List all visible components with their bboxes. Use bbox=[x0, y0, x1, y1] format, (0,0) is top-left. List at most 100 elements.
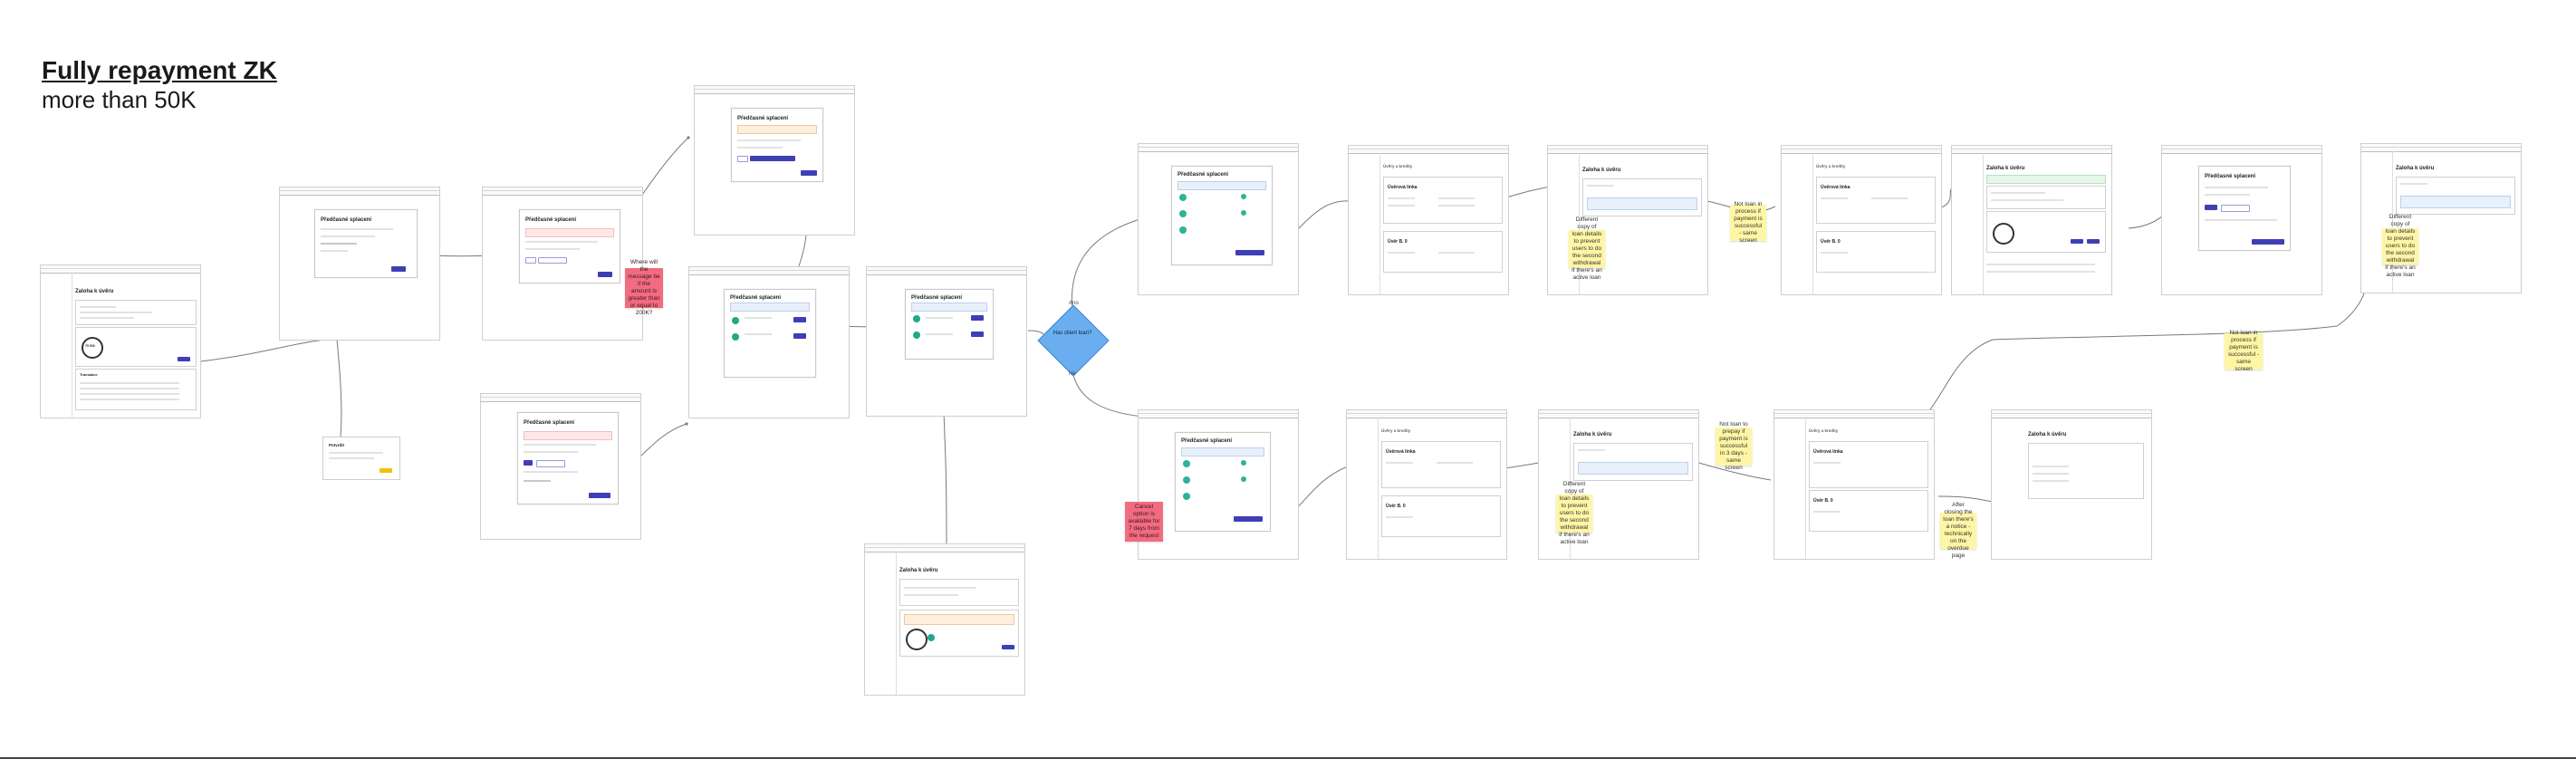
confirm-button[interactable] bbox=[589, 493, 610, 498]
sticky-note: Not loan in process if payment is succes… bbox=[2225, 330, 2263, 372]
section-label: Úvěry a kredity bbox=[1383, 164, 1413, 168]
option[interactable] bbox=[2221, 205, 2250, 212]
loan-title: Úvěrová linka bbox=[1386, 449, 1416, 455]
limit-button[interactable] bbox=[2071, 239, 2083, 244]
confirm-button[interactable] bbox=[2252, 239, 2284, 245]
board-topbar bbox=[41, 265, 200, 274]
confirm-button[interactable] bbox=[380, 468, 392, 473]
choose-button[interactable] bbox=[750, 156, 795, 161]
loan-card: Úvěr B. 0 bbox=[1383, 231, 1503, 273]
loan-title: Úvěr B. 0 bbox=[1821, 239, 1841, 245]
board-loan-select: Předčasné splacení bbox=[688, 266, 850, 418]
confirm-button[interactable] bbox=[598, 272, 612, 277]
select-button[interactable] bbox=[793, 317, 806, 322]
select-button[interactable] bbox=[793, 333, 806, 339]
option[interactable] bbox=[737, 156, 748, 162]
section-label: Úvěry a kredity bbox=[1809, 428, 1839, 433]
toggle[interactable] bbox=[524, 460, 533, 466]
loan-card: Úvěrová linka bbox=[1816, 177, 1936, 224]
transactions-card: Transakce bbox=[75, 369, 197, 410]
limit-button[interactable] bbox=[1002, 645, 1014, 649]
warning-alert bbox=[524, 431, 612, 440]
limit-value: 75 000 bbox=[85, 344, 95, 348]
sticky-note-pink: Cancel option is available for 7 days fr… bbox=[1125, 502, 1163, 542]
modal-title: Předčasné splacení bbox=[525, 217, 577, 223]
modal-title: Předčasné splacení bbox=[1181, 438, 1233, 444]
check-icon bbox=[1241, 194, 1246, 199]
modal-title: Předčasné splacení bbox=[2205, 174, 2256, 179]
select-button[interactable] bbox=[971, 315, 984, 321]
modal-title: Potvrdit bbox=[329, 443, 345, 447]
check-icon bbox=[1241, 460, 1246, 466]
decision-question: Has client loan? bbox=[1053, 331, 1092, 336]
board-loans-list-3: Úvěry a kredity Úvěrová linka Úvěr B. 0 bbox=[1346, 409, 1507, 560]
info-alert bbox=[1177, 181, 1266, 190]
board-loan-detail: Zaloha k úvěru bbox=[1547, 145, 1708, 295]
limit-button[interactable] bbox=[178, 357, 190, 361]
canvas-bottom-bar bbox=[0, 757, 2576, 759]
limit-ring bbox=[906, 629, 928, 650]
screen-title: Zaloha k úvěru bbox=[2396, 166, 2435, 171]
decision-yes-label: Ano bbox=[1069, 301, 1079, 306]
loan-card: Úvěrová linka bbox=[1383, 177, 1503, 224]
board-loan-choose: Předčasné splacení bbox=[866, 266, 1027, 417]
board-sidebar bbox=[41, 273, 72, 418]
board-small-modal: Potvrdit bbox=[322, 437, 400, 480]
page-title: Fully repayment ZK bbox=[42, 56, 277, 84]
overview-card bbox=[899, 579, 1019, 606]
limit-button-2[interactable] bbox=[2087, 239, 2100, 244]
board-overview-success: Zaloha k úvěru bbox=[1951, 145, 2112, 295]
confirm-modal: Předčasné splacení bbox=[2198, 166, 2291, 251]
confirm-button[interactable] bbox=[801, 170, 817, 176]
loan-card: Úvěrová linka bbox=[1809, 441, 1928, 488]
modal-title: Předčasné splacení bbox=[524, 420, 575, 426]
screen-title: Zaloha k úvěru bbox=[899, 568, 938, 573]
loan-icon bbox=[732, 317, 739, 324]
limit-card bbox=[899, 610, 1019, 657]
board-overview: Zaloha k úvěru 75 000 Transakce bbox=[40, 264, 201, 418]
board-loans-list-4: Úvěry a kredity Úvěrová linka Úvěr B. 0 bbox=[1773, 409, 1935, 560]
loan-icon bbox=[913, 331, 920, 339]
screen-title: Zaloha k úvěru bbox=[1573, 432, 1612, 437]
option[interactable] bbox=[536, 460, 565, 467]
screen-title: Zaloha k úvěru bbox=[1582, 168, 1621, 173]
option-button[interactable] bbox=[525, 257, 536, 264]
loan-title: Úvěrová linka bbox=[1388, 185, 1418, 190]
limit-ring bbox=[1993, 223, 2014, 245]
screen-title: Zaloha k úvěru bbox=[75, 289, 114, 294]
board-overview-final: Zaloha k úvěru bbox=[2360, 143, 2522, 293]
limit-card bbox=[1986, 211, 2106, 253]
success-alert bbox=[1986, 175, 2106, 184]
option-button-2[interactable] bbox=[538, 257, 567, 264]
loan-card: Úvěr B. 0 bbox=[1381, 495, 1501, 537]
confirm-button[interactable] bbox=[1235, 250, 1264, 255]
loan-title: Úvěrová linka bbox=[1821, 185, 1850, 190]
modal-title: Předčasné splacení bbox=[321, 217, 372, 223]
section-label: Úvěry a kredity bbox=[1381, 428, 1411, 433]
board-prepay-info: Předčasné splacení bbox=[694, 85, 855, 235]
loan-icon bbox=[1183, 493, 1190, 500]
board-prepay-confirm: Předčasné splacení bbox=[2161, 145, 2322, 295]
modal-title: Předčasné splacení bbox=[730, 295, 782, 301]
toggle[interactable] bbox=[2205, 205, 2217, 210]
loan-detail-card bbox=[1573, 443, 1693, 481]
board-result-no: Předčasné splacení bbox=[1138, 409, 1299, 560]
confirm-button[interactable] bbox=[391, 266, 406, 272]
limit-card: 75 000 bbox=[75, 327, 197, 367]
info-alert bbox=[911, 303, 987, 312]
loan-icon bbox=[913, 315, 920, 322]
overview-card bbox=[75, 300, 197, 325]
select-button[interactable] bbox=[971, 331, 984, 337]
board-overview-closed: Zaloha k úvěru bbox=[1991, 409, 2152, 560]
confirm-button[interactable] bbox=[1234, 516, 1263, 522]
section-label: Úvěry a kredity bbox=[1816, 164, 1846, 168]
loan-title: Úvěr B. 0 bbox=[1386, 504, 1406, 509]
loan-title: Úvěr B. 0 bbox=[1388, 239, 1408, 245]
warning-alert bbox=[904, 614, 1014, 625]
check-icon bbox=[1241, 476, 1246, 482]
board-prepay-form: Předčasné splacení bbox=[279, 187, 440, 341]
board-prepay-warning: Předčasné splacení bbox=[482, 187, 643, 341]
loan-card: Úvěrová linka bbox=[1381, 441, 1501, 488]
warning-alert bbox=[525, 228, 614, 237]
sticky-note-pink: Where will the message be if the amount … bbox=[625, 259, 663, 316]
